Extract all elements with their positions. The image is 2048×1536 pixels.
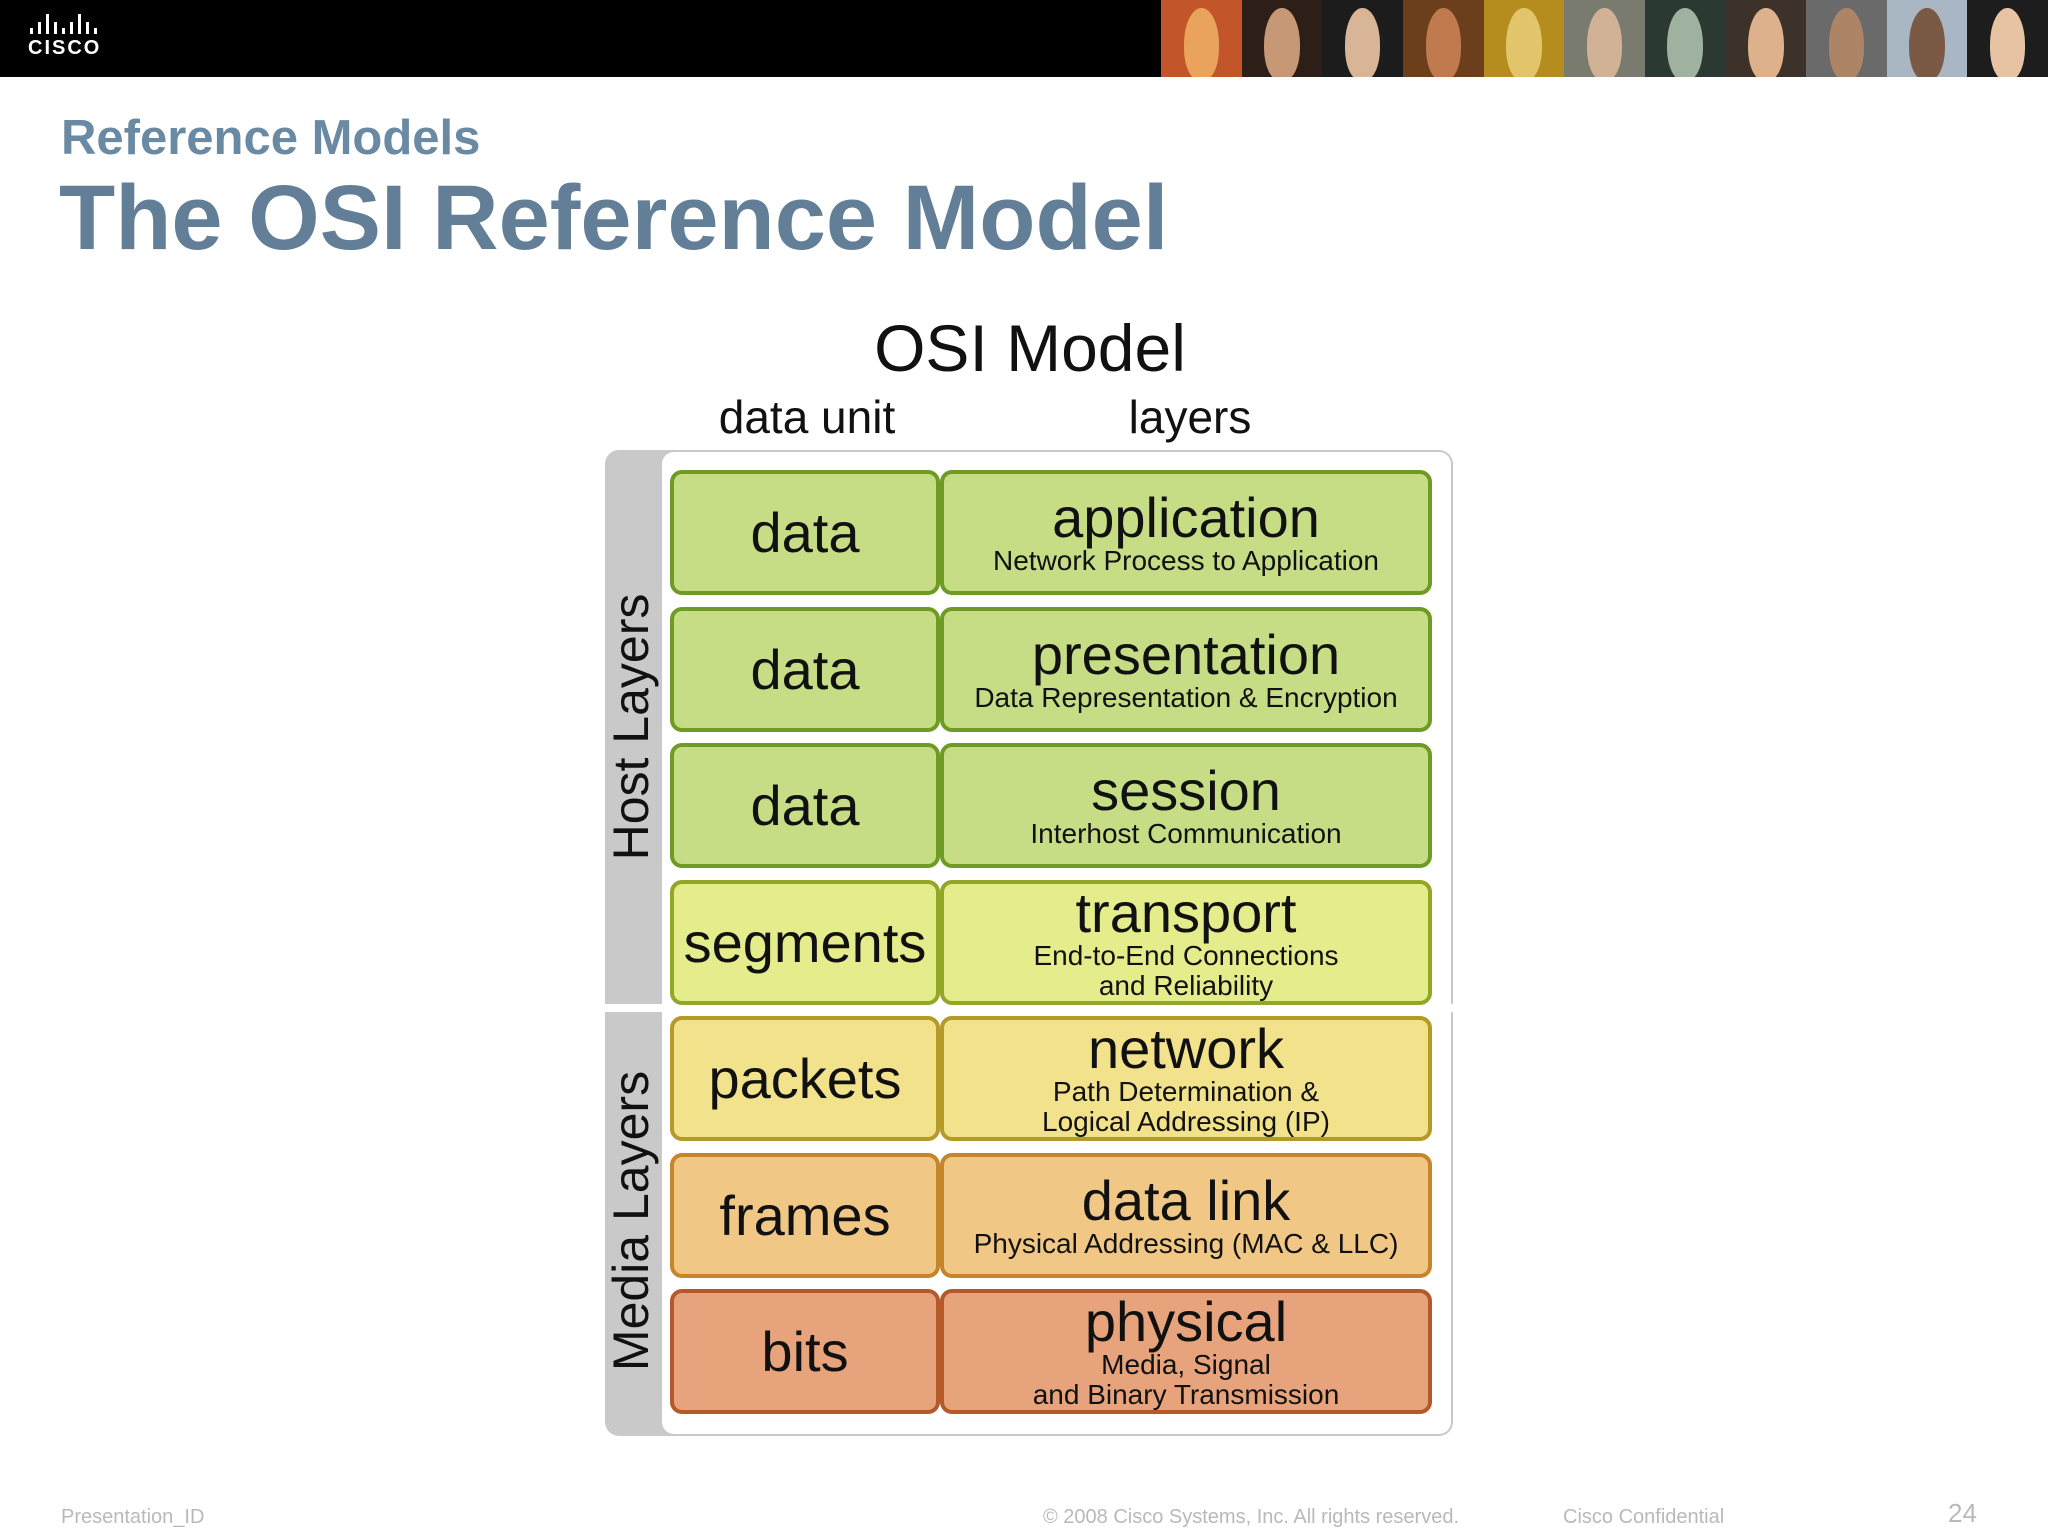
data-unit-label: bits (761, 1320, 849, 1383)
page-number: 24 (1948, 1498, 1977, 1528)
layer-description: Logical Addressing (IP) (1042, 1105, 1330, 1137)
data-unit-cell: frames (670, 1153, 940, 1278)
layer-description: Path Determination & (1052, 1075, 1320, 1107)
layer-description: and Binary Transmission (1032, 1378, 1340, 1410)
host-layers-label: Host Layers (603, 593, 659, 861)
header-photo (1483, 0, 1565, 77)
data-unit-cell: packets (670, 1016, 940, 1141)
header-photo (1322, 0, 1403, 77)
header-photo (1725, 0, 1807, 77)
header-photo (1644, 0, 1726, 77)
slide-subtitle: Reference Models (61, 111, 481, 165)
person-photo-icon (1989, 7, 2026, 77)
slide-title: The OSI Reference Model (59, 167, 1169, 269)
data-unit-cell: data (670, 607, 940, 732)
layer-description: Physical Addressing (MAC & LLC) (973, 1227, 1399, 1259)
data-unit-label: data (750, 501, 860, 564)
data-unit-cell: data (670, 470, 940, 595)
data-unit-cell: bits (670, 1289, 940, 1414)
data-unit-label: frames (719, 1184, 891, 1247)
photo-strip (1161, 0, 2048, 77)
person-photo-icon (1425, 7, 1461, 77)
cisco-bars-icon (30, 14, 118, 34)
header-photo (1564, 0, 1645, 77)
layer-description: Interhost Communication (1030, 817, 1342, 849)
person-photo-icon (1586, 7, 1623, 77)
layer-description: and Reliability (1098, 969, 1274, 1001)
header-bar: CISCO (0, 0, 2048, 77)
person-photo-icon (1667, 7, 1703, 77)
layer-description: Network Process to Application (993, 544, 1379, 576)
person-photo-icon (1264, 7, 1300, 77)
layer-name: transport (1075, 880, 1297, 944)
layer-description: End-to-End Connections (1033, 939, 1339, 971)
data-unit-label: data (750, 774, 860, 837)
header-photo (1402, 0, 1484, 77)
person-photo-icon (1183, 7, 1220, 77)
person-photo-icon (1909, 7, 1945, 77)
layer-name: data link (1081, 1168, 1291, 1232)
footer-confidential: Cisco Confidential (1563, 1506, 1725, 1528)
layer-description: Data Representation & Encryption (974, 681, 1398, 713)
data-unit-label: segments (683, 911, 927, 974)
layer-name: network (1087, 1016, 1285, 1080)
header-photo (1241, 0, 1323, 77)
column-header-layers: layers (1128, 391, 1252, 443)
header-photo (1161, 0, 1242, 77)
data-unit-cell: segments (670, 880, 940, 1005)
data-unit-label: packets (708, 1047, 902, 1110)
footer-presentation-id: Presentation_ID (61, 1506, 205, 1528)
cisco-logo: CISCO (28, 14, 118, 64)
person-photo-icon (1506, 7, 1542, 77)
header-photo (1806, 0, 1887, 77)
media-layers-label: Media Layers (603, 1070, 659, 1372)
diagram-title: OSI Model (874, 311, 1186, 385)
host-media-divider (605, 1004, 1453, 1012)
column-header-data-unit: data unit (718, 391, 896, 443)
layer-name: session (1091, 758, 1281, 822)
header-photo (1886, 0, 1968, 77)
layer-name: application (1052, 485, 1320, 549)
person-photo-icon (1344, 7, 1381, 77)
layer-name: presentation (1031, 622, 1341, 686)
data-unit-label: data (750, 638, 860, 701)
layer-description: Media, Signal (1101, 1348, 1271, 1380)
cisco-wordmark: CISCO (28, 37, 102, 59)
data-unit-cell: data (670, 743, 940, 868)
footer-copyright: © 2008 Cisco Systems, Inc. All rights re… (1043, 1506, 1460, 1528)
layer-name: physical (1084, 1289, 1288, 1353)
person-photo-icon (1828, 7, 1865, 77)
header-photo (1967, 0, 2048, 77)
person-photo-icon (1748, 7, 1784, 77)
